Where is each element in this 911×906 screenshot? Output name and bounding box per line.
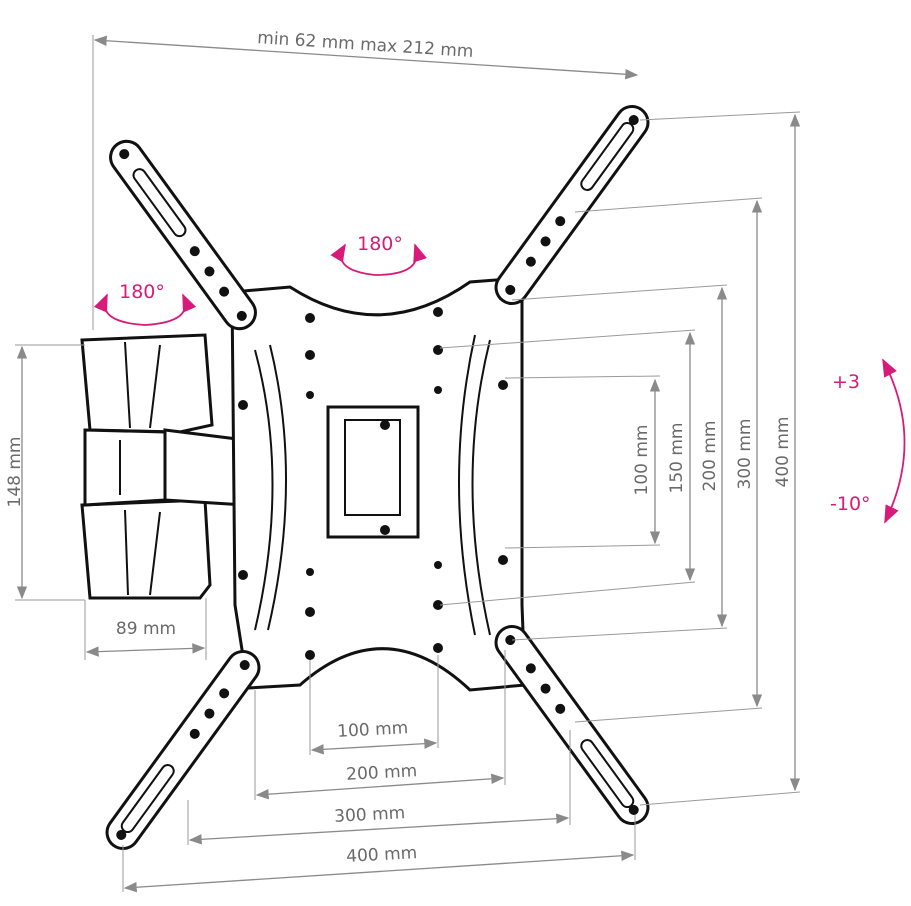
vesa-horizontal-dimensions: 100 mm 200 mm 300 mm 400 mm (122, 650, 636, 893)
swivel-left-label: 180° (119, 281, 165, 303)
wall-plate-width-label: 89 mm (116, 619, 176, 639)
vesa-v-150-label: 150 mm (667, 423, 687, 494)
mounting-arms (105, 104, 650, 851)
swivel-left: 180° (93, 281, 197, 326)
vesa-vertical-dimensions: 100 mm 150 mm 200 mm 300 mm 400 mm (439, 111, 801, 806)
arm-extension-dimension: min 62 mm max 212 mm (92, 28, 639, 330)
vesa-v-400-label: 400 mm (773, 417, 793, 488)
wall-plate-height-label: 148 mm (5, 437, 25, 508)
vesa-v-100-label: 100 mm (632, 425, 652, 496)
tilt-up-label: +3 (832, 371, 860, 393)
vesa-h-100-label: 100 mm (337, 718, 409, 742)
vesa-v-200-label: 200 mm (700, 421, 720, 492)
vesa-plate (230, 276, 527, 692)
vesa-h-200-label: 200 mm (346, 761, 418, 785)
swivel-top: 180° (330, 233, 427, 276)
wall-plate-width-dimension: 89 mm (84, 598, 207, 660)
tilt-indicator: +3 -10° (830, 358, 906, 524)
vesa-v-300-label: 300 mm (735, 419, 755, 490)
vesa-h-400-label: 400 mm (346, 843, 418, 867)
vesa-h-300-label: 300 mm (334, 803, 406, 827)
wall-plate-height-dimension: 148 mm (5, 344, 85, 601)
wall-bracket (80, 333, 247, 600)
tilt-down-label: -10° (830, 493, 871, 515)
swivel-top-label: 180° (357, 233, 403, 255)
